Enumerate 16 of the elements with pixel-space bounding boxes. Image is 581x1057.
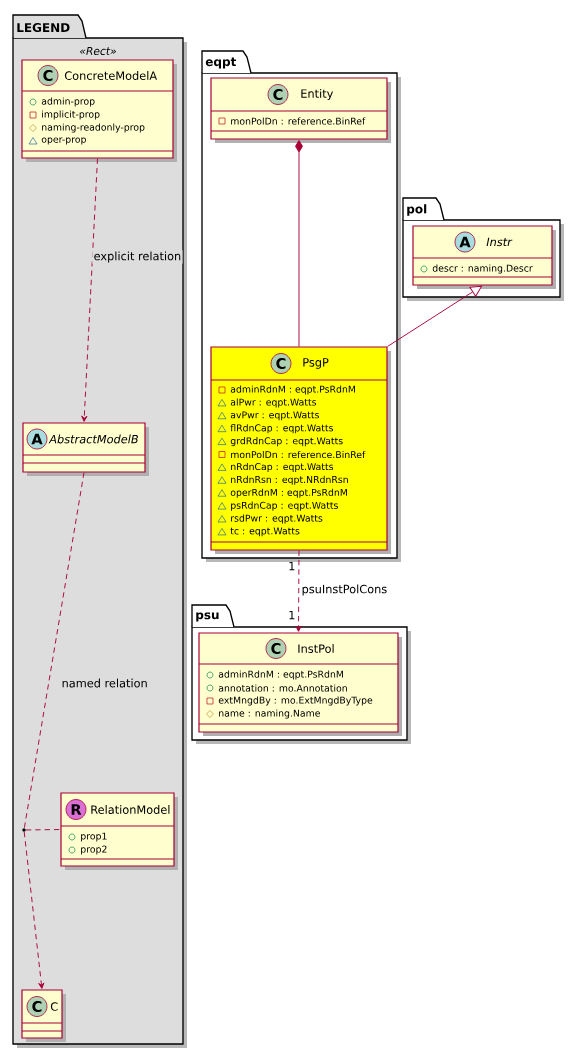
package-tab: eqpt [201,50,252,74]
package-tab: LEGEND [12,14,87,39]
multiplicity: 1 [289,610,295,620]
arrow [295,140,303,347]
attribute-text: extMngdBy : mo.ExtMngdByType [218,696,373,706]
multiplicity: 1 [289,561,295,571]
edge-label: psuInstPolCons [300,583,389,597]
class-name: InstPol [298,644,334,653]
arrow [295,550,302,632]
attribute-text: annotation : mo.Annotation [218,684,347,692]
attribute-text: name : naming.Name [219,709,320,719]
arrow [387,285,483,347]
attribute-text: adminRdnM : eqpt.PsRdnM [218,670,343,680]
package-tab: psu [191,604,235,628]
package-tab: pol [402,197,445,221]
class-badge: C [265,638,287,659]
